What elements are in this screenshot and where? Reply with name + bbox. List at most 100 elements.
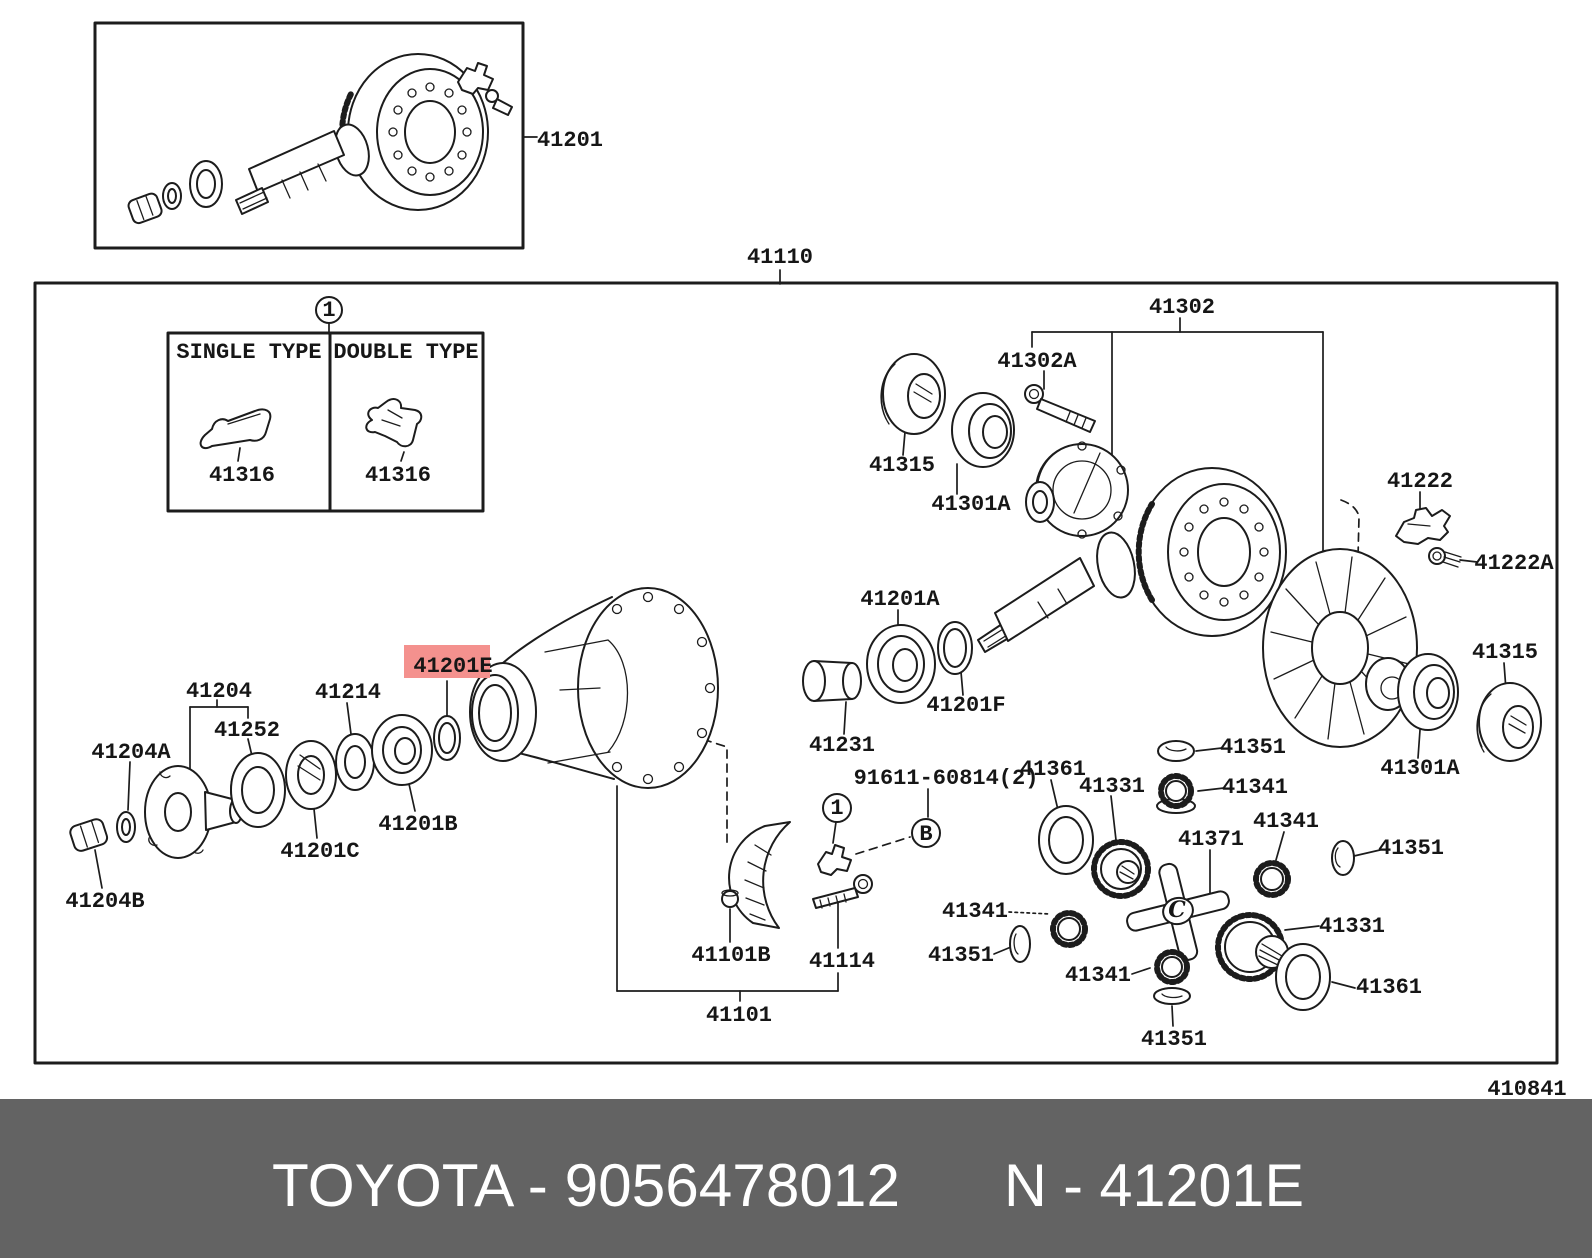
side-gear-41331-left [1091,839,1151,899]
label-41301a-top[interactable]: 41301A [931,492,1011,517]
lock-plate-icon-top [457,62,494,95]
label-41201f[interactable]: 41201F [926,693,1005,718]
o-ring-41201e-part [433,715,461,761]
rear-bearing-41201a [866,624,936,704]
pinion-kit-box [93,21,525,250]
label-41101b[interactable]: 41101B [691,943,770,968]
spider-shaft-41371 [1126,862,1230,961]
bracket-double-type-drawing [365,398,423,448]
case-bolt-41302a [1024,384,1096,433]
label-41351-1[interactable]: 41351 [1220,735,1286,760]
label-41316-double[interactable]: 41316 [365,463,431,488]
label-41331-left[interactable]: 41331 [1079,774,1145,799]
label-41361-right[interactable]: 41361 [1356,975,1422,1000]
cap-bolt-41114-drawing [812,874,873,909]
differential-gear-cluster [1009,740,1355,1011]
bracket-single-type-drawing [199,408,272,450]
label-41331-right[interactable]: 41331 [1319,914,1385,939]
pinion-gear-41341-2 [1253,860,1291,898]
ring-gear-bolt-holes-top [388,82,472,182]
washer-41201f [937,621,973,675]
side-gear-washer-41361-right [1275,943,1331,1011]
label-41214[interactable]: 41214 [315,680,381,705]
label-41341-4[interactable]: 41341 [1065,963,1131,988]
ring-gear-bolt-holes [1179,497,1269,607]
label-41201b[interactable]: 41201B [378,812,457,837]
washer-41214 [335,733,375,791]
label-41201a[interactable]: 41201A [860,587,940,612]
side-gear-washer-41361-left [1038,805,1094,875]
differential-cover-finned [1262,548,1418,748]
label-41315-right[interactable]: 41315 [1472,640,1538,665]
label-41201e-highlighted[interactable]: 41201E [413,654,492,679]
label-41351-right[interactable]: 41351 [1378,836,1444,861]
side-bearing-ball-top [951,392,1015,468]
label-41351-2[interactable]: 41351 [928,943,994,968]
companion-flange [144,765,243,859]
title-double-type: DOUBLE TYPE [333,340,478,365]
label-41204[interactable]: 41204 [186,679,252,704]
footer-catalog-code: N - 41201E [1004,1152,1304,1219]
label-41341-1[interactable]: 41341 [1222,775,1288,800]
drive-pinion-nut [69,818,109,852]
thrust-washer-41351-right [1331,840,1355,876]
side-gear-41331-right [1215,912,1289,982]
pinion-gear-41341-4 [1153,949,1191,1005]
label-41301a-right[interactable]: 41301A [1380,756,1460,781]
label-41222a[interactable]: 41222A [1474,551,1554,576]
marker-b: B [919,822,932,847]
pinion-gear-41341-3 [1050,910,1088,948]
type-variant-box [166,296,485,513]
footer-bar: TOYOTA - 9056478012 N - 41201E [0,1099,1592,1258]
bearing-cap-drawing [728,821,791,929]
side-bearing-ball-right [1397,653,1459,731]
label-41341-2[interactable]: 41341 [1253,809,1319,834]
label-41315-top[interactable]: 41315 [869,453,935,478]
front-bearing-41201b [371,714,433,786]
carrier-housing-drawing [469,587,719,789]
bolt-41222a-drawing [1428,547,1462,568]
label-41101[interactable]: 41101 [706,1003,772,1028]
label-41114[interactable]: 41114 [809,949,875,974]
label-41201c[interactable]: 41201C [280,839,359,864]
pinion-gear-41341-1 [1156,773,1196,814]
label-41201[interactable]: 41201 [537,128,603,153]
side-bearing-ribbed-top [880,353,946,435]
label-41204b[interactable]: 41204B [65,889,144,914]
label-41361-left[interactable]: 41361 [1020,757,1086,782]
label-41371[interactable]: 41371 [1178,827,1244,852]
label-91611-60814[interactable]: 91611-60814(2) [854,766,1039,791]
thrust-washer-41351-1 [1157,740,1195,762]
pinion-kit-drawing [127,53,513,225]
main-diagram-box [33,281,1559,1065]
housing-bolt-holes [611,591,716,785]
bearing-spacer-41231 [802,660,862,702]
label-41110[interactable]: 41110 [747,245,813,270]
label-41231[interactable]: 41231 [809,733,875,758]
circle-b-marker [911,818,941,848]
side-bearing-ribbed-right [1476,682,1542,762]
oil-seal-41201c [285,740,337,810]
label-41341-3[interactable]: 41341 [942,899,1008,924]
thrust-washer-41351-2 [1009,925,1031,963]
label-41204a[interactable]: 41204A [91,740,171,765]
spider-c-mark: C [1168,897,1186,923]
label-41222[interactable]: 41222 [1387,469,1453,494]
differential-case-drawing [1025,441,1129,539]
washer-41204a [116,811,136,843]
drive-pinion-and-ring-gear [977,467,1287,653]
label-41302[interactable]: 41302 [1149,295,1215,320]
label-41316-single[interactable]: 41316 [209,463,275,488]
footer-brand-part-number: TOYOTA - 9056478012 [272,1152,900,1219]
lock-clip-drawing [817,844,852,876]
labels-layer: 41201 41110 41302 41302A 41315 41301A 41222 412… [65,128,1566,1102]
highlight-box-41201e[interactable] [404,645,490,678]
title-single-type: SINGLE TYPE [176,340,321,365]
circle-1-marker [822,793,852,823]
label-41252[interactable]: 41252 [214,718,280,743]
label-41351-3[interactable]: 41351 [1141,1027,1207,1052]
plug-41101b-drawing [721,889,739,908]
marker-1-typebox: 1 [322,298,335,323]
label-41302a[interactable]: 41302A [997,349,1077,374]
